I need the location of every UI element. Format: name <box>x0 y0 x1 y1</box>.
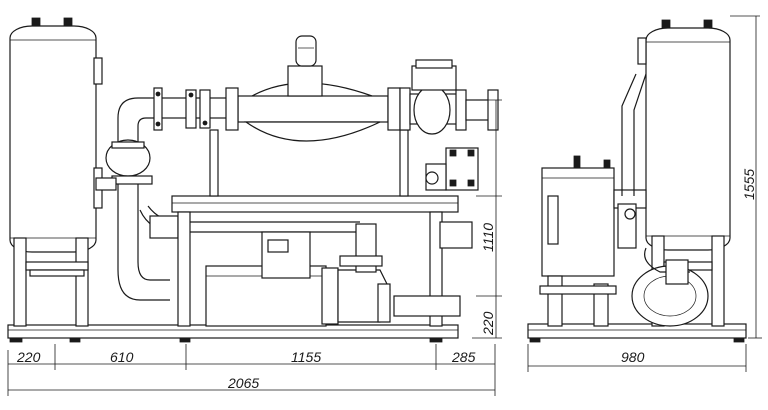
dim-front-285: 285 <box>451 349 476 365</box>
dim-side-980: 980 <box>621 349 645 365</box>
base-foot <box>179 337 191 343</box>
front-dimensions <box>7 99 502 396</box>
base-foot <box>429 337 443 343</box>
motor-pump <box>205 221 473 327</box>
flow-meter <box>225 35 401 142</box>
right-valve <box>399 59 499 135</box>
dim-front-220-vertical: 220 <box>480 311 496 336</box>
side-view: 980 1555 <box>527 15 762 372</box>
upper-platform <box>171 129 459 327</box>
side-tank <box>637 19 731 327</box>
side-dimensions <box>527 15 762 372</box>
front-view: 220 610 1155 285 2065 220 1110 <box>7 17 502 396</box>
side-pump <box>631 247 709 327</box>
dim-front-1110-vertical: 1110 <box>480 223 496 252</box>
base-foot <box>69 337 81 343</box>
dim-front-1155: 1155 <box>291 349 321 365</box>
dim-front-610: 610 <box>110 349 134 365</box>
side-cabinet <box>539 73 647 327</box>
control-box <box>425 147 479 191</box>
dim-side-1555-vertical: 1555 <box>741 169 757 200</box>
side-base <box>527 323 747 339</box>
base-frame <box>7 324 459 339</box>
left-piping <box>95 87 360 301</box>
base-foot <box>9 337 23 343</box>
dim-front-220: 220 <box>16 349 41 365</box>
dim-front-2065: 2065 <box>227 375 259 391</box>
left-tank <box>9 17 103 327</box>
